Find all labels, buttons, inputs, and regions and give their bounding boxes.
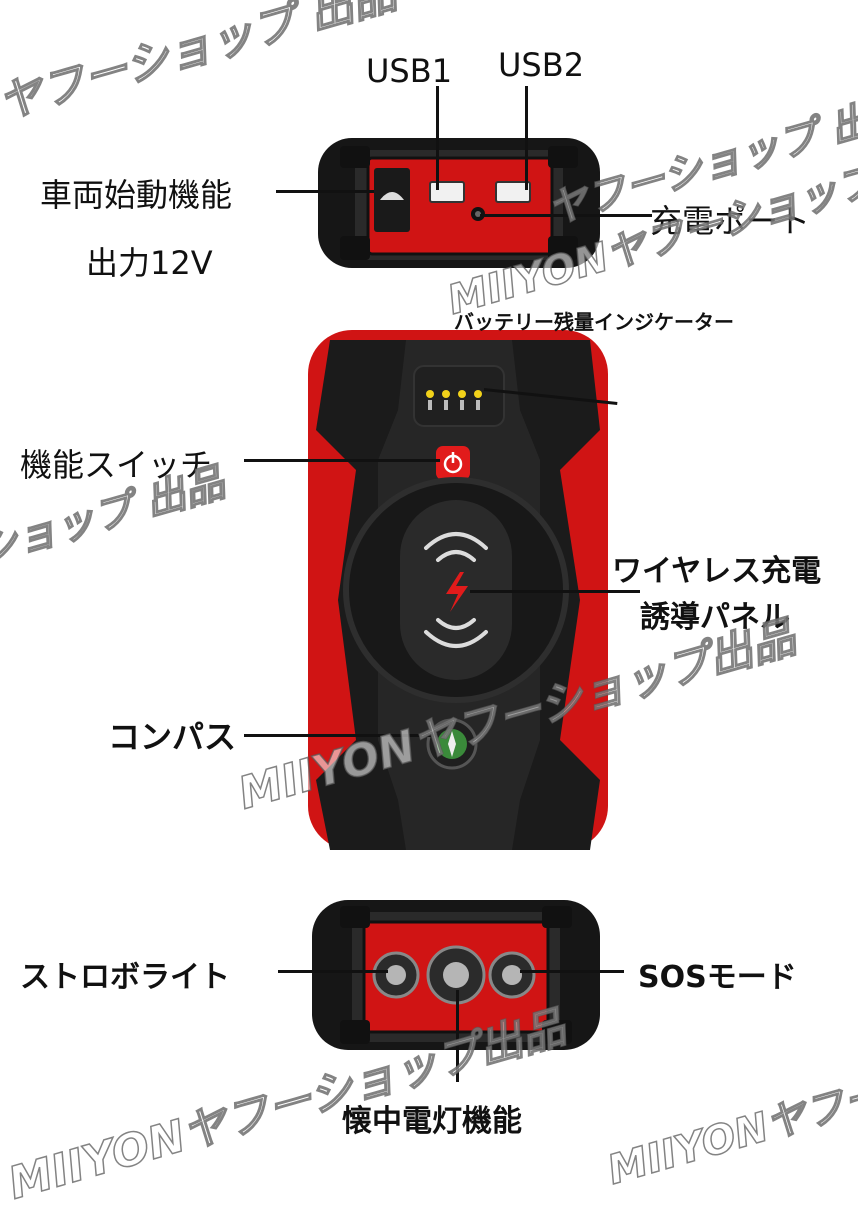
label-function-switch: 機能スイッチ (20, 446, 213, 484)
leader-car-start (276, 190, 374, 193)
label-car-start: 車両始動機能 (40, 176, 233, 214)
leader-charge-port (480, 214, 652, 217)
led-3 (458, 390, 466, 398)
label-wireless-line2: 誘導パネル (640, 600, 790, 635)
label-sos: SOSモード (638, 960, 797, 995)
label-strobe: ストロボライト (20, 960, 230, 995)
leader-switch (244, 459, 440, 462)
label-charge-port: 充電ポート (650, 202, 811, 240)
top-view-device (318, 138, 600, 268)
leader-strobe (278, 970, 388, 973)
label-battery-indicator: バッテリー残量インジケーター (454, 310, 734, 334)
leader-usb2 (525, 86, 528, 190)
led-2 (442, 390, 450, 398)
led-1 (426, 390, 434, 398)
bottom-view-device (312, 900, 600, 1050)
leader-compass (244, 734, 438, 737)
leader-sos (520, 970, 624, 973)
label-compass: コンパス (108, 718, 237, 756)
leader-wireless (470, 590, 640, 593)
label-wireless-line1: ワイヤレス充電 (612, 554, 822, 589)
leader-usb1 (436, 86, 439, 190)
led-4 (474, 390, 482, 398)
leader-flashlight (456, 990, 459, 1082)
label-usb2: USB2 (498, 46, 585, 84)
label-usb1: USB1 (366, 52, 453, 90)
label-output-12v: 出力12V (86, 244, 213, 282)
label-flashlight: 懐中電灯機能 (342, 1104, 522, 1139)
